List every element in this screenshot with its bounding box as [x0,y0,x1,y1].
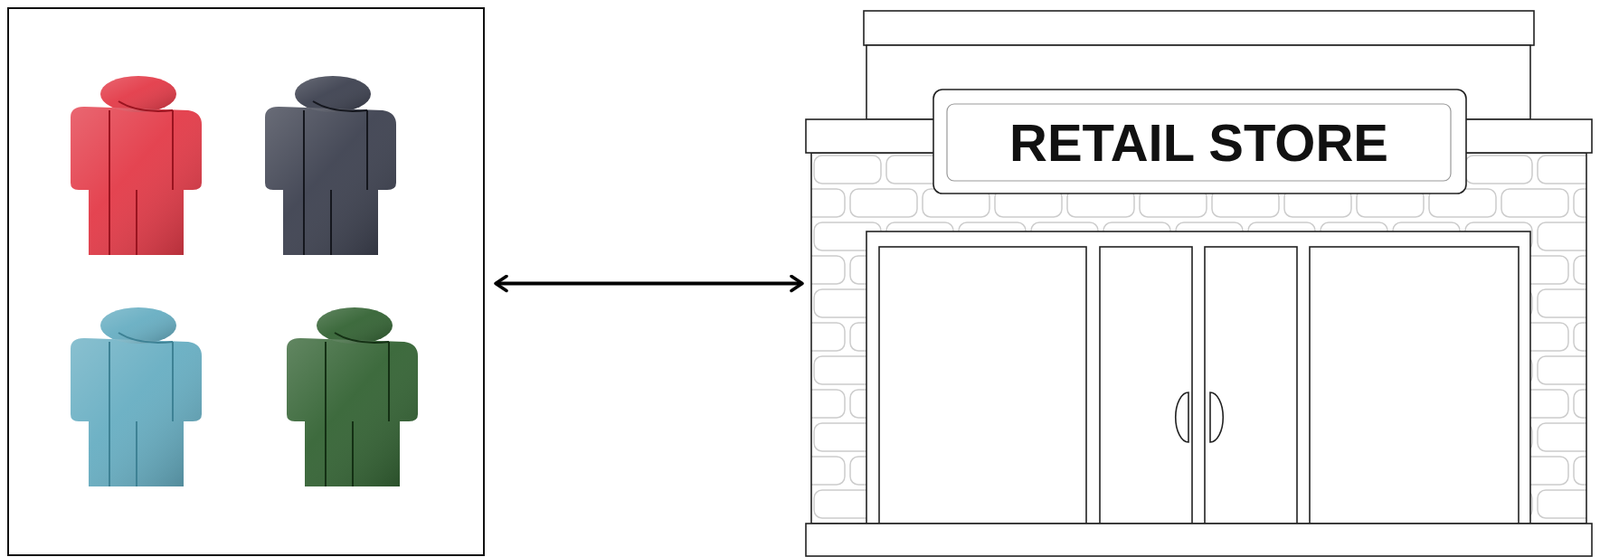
person-icon [70,75,202,256]
person-icon [70,307,202,487]
retail-store: RETAIL STORE [805,10,1592,557]
double-arrow [495,282,803,286]
store-building [805,10,1592,557]
people-box [7,7,485,557]
person-icon [265,75,397,256]
person-icon [286,307,418,487]
sign-label: RETAIL STORE [946,104,1451,181]
